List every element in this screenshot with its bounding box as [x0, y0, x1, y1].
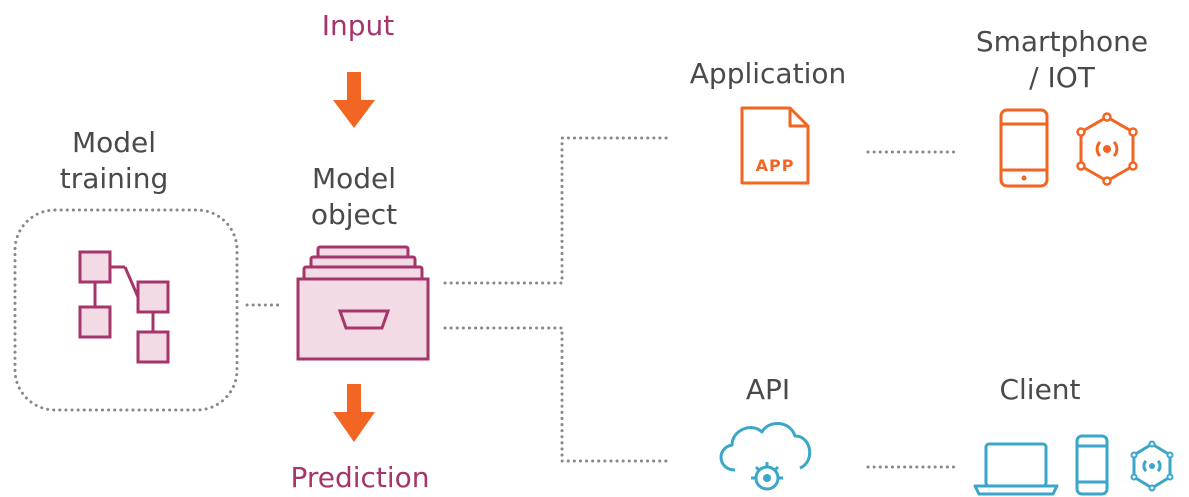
smartphone-iot-label: Smartphone / IOT	[976, 24, 1148, 96]
smartphone-iot-label-line1: Smartphone	[975, 25, 1149, 58]
model-object-label: Model object	[311, 161, 397, 233]
input-arrow-icon	[333, 72, 375, 128]
laptop-icon	[973, 442, 1059, 496]
smartphone-iot-label-line2: / IOT	[1029, 61, 1095, 94]
iot-hexagon-icon	[1076, 112, 1138, 186]
file-drawer-icon	[296, 245, 430, 361]
flowchart-icon	[78, 250, 170, 364]
model-training-label-line2: training	[59, 162, 169, 195]
app-document-icon	[740, 106, 810, 185]
model-object-label-line1: Model	[311, 162, 397, 195]
connector-model-to-api	[443, 326, 672, 463]
connector-model-to-application	[443, 136, 672, 285]
model-training-container	[13, 208, 239, 412]
cloud-gear-icon	[719, 422, 811, 491]
app-icon-text: APP	[755, 156, 795, 175]
client-smartphone-icon	[1075, 434, 1109, 496]
prediction-label: Prediction	[290, 461, 430, 494]
model-object-label-line2: object	[310, 198, 398, 231]
client-label: Client	[999, 373, 1081, 406]
smartphone-icon	[999, 108, 1049, 188]
application-label: Application	[689, 57, 847, 90]
model-training-label: Model training	[60, 125, 168, 197]
client-iot-hexagon-icon	[1130, 440, 1174, 492]
api-label: API	[745, 373, 791, 406]
prediction-arrow-icon	[333, 384, 375, 442]
model-training-label-line1: Model	[71, 126, 157, 159]
input-label: Input	[321, 9, 395, 42]
